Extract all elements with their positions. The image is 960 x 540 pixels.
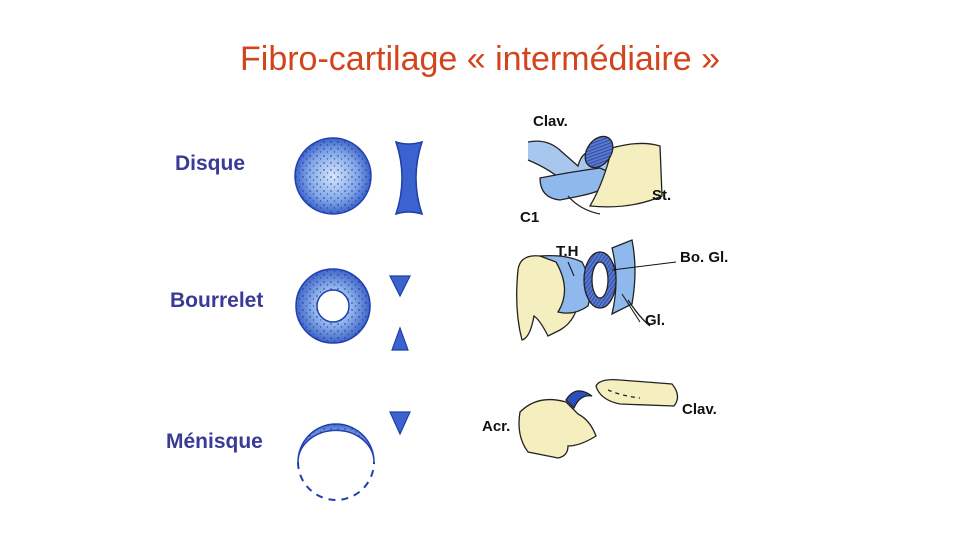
row-label-bourrelet: Bourrelet — [170, 289, 264, 312]
disque-disc — [294, 137, 372, 215]
bourrelet-section-bottom — [391, 326, 409, 351]
row-label-disque: Disque — [175, 152, 246, 175]
sternoclavicular-joint-drawing — [527, 135, 663, 215]
label-c1: C1 — [520, 209, 540, 226]
acromioclavicular-joint-drawing — [518, 378, 679, 459]
bourrelet-ring — [295, 268, 371, 344]
label-st: St. — [652, 187, 672, 204]
th-leader — [567, 261, 575, 277]
label-clav-top: Clav. — [533, 113, 568, 130]
disque-section — [394, 140, 424, 216]
label-bo-gl: Bo. Gl. — [680, 249, 729, 266]
label-clav-bottom: Clav. — [682, 401, 717, 418]
label-th: T.H — [556, 243, 579, 260]
label-gl: Gl. — [645, 312, 666, 329]
row-label-menisque: Ménisque — [166, 430, 263, 453]
menisque-section — [389, 411, 411, 436]
bo-gl-leader — [611, 261, 677, 271]
label-acr: Acr. — [482, 418, 511, 435]
gl-leader — [621, 293, 641, 323]
glenohumeral-joint-drawing — [516, 239, 651, 341]
bourrelet-section-top — [389, 275, 411, 298]
slide-title: Fibro-cartilage « intermédiaire » — [240, 40, 720, 78]
menisque-crescent — [297, 423, 375, 501]
